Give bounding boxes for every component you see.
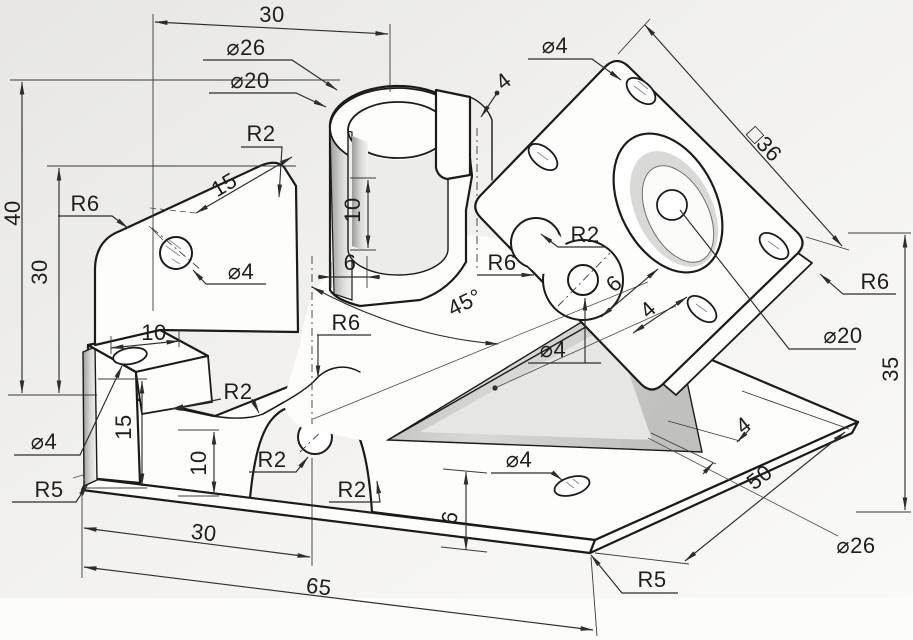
dim-label-r2-collar: R2 bbox=[246, 121, 275, 146]
dim-50 bbox=[594, 390, 850, 565]
dim-label-height-40: 40 bbox=[0, 200, 25, 225]
dim-30-left bbox=[47, 165, 296, 394]
dim-dia4-lobe bbox=[528, 297, 601, 364]
dim-40 bbox=[8, 79, 340, 396]
dim-label-r6-arm: R6 bbox=[70, 191, 99, 216]
dim-6-flange bbox=[600, 268, 659, 318]
dim-label-width-65: 65 bbox=[305, 573, 333, 601]
dim-dia20-flange bbox=[679, 209, 856, 350]
dim-r2-hump-right bbox=[329, 480, 382, 503]
dim-r2-lobe bbox=[540, 233, 606, 248]
dim-r2-hump-hole bbox=[249, 456, 309, 473]
dim-6-base bbox=[440, 468, 488, 553]
dim-label-height-15-foot: 15 bbox=[111, 414, 136, 439]
dim-r6-arm bbox=[58, 215, 129, 229]
dim-label-width-30-top: 30 bbox=[259, 2, 284, 27]
dimension-graphics bbox=[8, 14, 911, 637]
dim-dia26-flange bbox=[647, 437, 839, 537]
dim-label-thk-6-base: 6 bbox=[436, 509, 463, 527]
dim-label-dia-20-flange: ⌀20 bbox=[823, 323, 862, 348]
dim-label-r6-waist: R6 bbox=[331, 310, 360, 335]
dim-label-height-30-left: 30 bbox=[27, 259, 52, 284]
dim-label-width-30-bottom: 30 bbox=[190, 519, 218, 547]
dim-label-dia-26-collar: ⌀26 bbox=[226, 35, 265, 60]
dim-label-dia-4-flange-hole: ⌀4 bbox=[542, 33, 568, 58]
dim-label-r5-left: R5 bbox=[34, 477, 63, 502]
dim-4-notch bbox=[480, 90, 500, 118]
dim-dia20-collar bbox=[209, 92, 327, 108]
collar-bore bbox=[347, 131, 448, 275]
foot-left-shade bbox=[82, 345, 98, 488]
dim-label-width-6-collar: 6 bbox=[344, 250, 357, 275]
dim-dia4-foot bbox=[14, 365, 123, 456]
dim-label-height-10-step: 10 bbox=[186, 450, 211, 475]
dim-dia4-arm bbox=[148, 225, 266, 285]
dim-label-dia-4-lobe: ⌀4 bbox=[540, 337, 566, 362]
dim-label-r2-hump-hole: R2 bbox=[257, 447, 286, 472]
dim-dia4-base bbox=[491, 470, 563, 481]
paper-bottom-margin bbox=[0, 598, 913, 640]
dim-dia4-flange-hole bbox=[528, 58, 622, 81]
dim-label-dia-26-flange: ⌀26 bbox=[836, 533, 875, 558]
dim-r2-notch bbox=[170, 398, 260, 414]
dim-square-36 bbox=[617, 18, 850, 251]
dim-label-height-35: 35 bbox=[878, 356, 903, 381]
dim-65 bbox=[83, 556, 598, 637]
dim-label-depth-10-collar: 10 bbox=[340, 197, 365, 222]
dim-label-r5-base: R5 bbox=[637, 567, 666, 592]
dim-45-angle bbox=[311, 256, 649, 424]
dim-30-bottom bbox=[81, 458, 313, 578]
dim-label-len-10-foot: 10 bbox=[141, 320, 166, 345]
dim-35 bbox=[848, 232, 911, 513]
dim-label-r6-lobe: R6 bbox=[487, 250, 516, 275]
dim-label-r2-hump-right: R2 bbox=[337, 477, 366, 502]
dim-10-collar bbox=[350, 177, 376, 251]
dim-r5-left bbox=[12, 474, 89, 503]
dim-label-dia-20-collar: ⌀20 bbox=[230, 68, 269, 93]
collar bbox=[328, 84, 493, 308]
collar-notch bbox=[434, 88, 472, 181]
dim-label-dia-4-foot: ⌀4 bbox=[31, 429, 57, 454]
dim-15-foot bbox=[84, 378, 147, 489]
dim-30-top bbox=[152, 14, 391, 311]
dim-6-collar bbox=[318, 256, 380, 288]
dim-10-step bbox=[178, 429, 219, 497]
dim-label-r2-notch: R2 bbox=[223, 379, 252, 404]
dim-label-r6-flange: R6 bbox=[860, 269, 889, 294]
dim-r5-base bbox=[590, 554, 678, 594]
dim-r6-flange bbox=[819, 273, 896, 295]
flange-center-hole bbox=[656, 189, 688, 221]
dim-10-foot bbox=[110, 330, 180, 354]
dim-label-dia-4-arm: ⌀4 bbox=[228, 259, 254, 284]
dim-label-dia-4-base: ⌀4 bbox=[506, 447, 532, 472]
dim-label-r2-lobe: R2 bbox=[570, 222, 599, 247]
